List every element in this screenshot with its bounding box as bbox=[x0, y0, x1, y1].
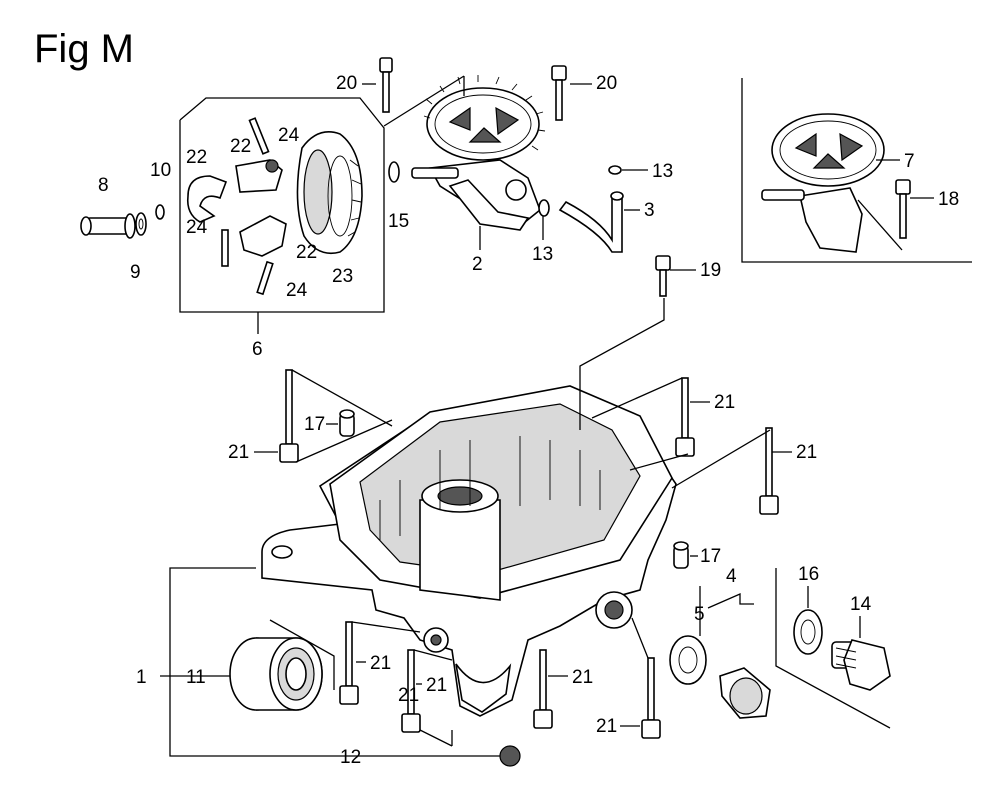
washer-16 bbox=[793, 609, 823, 655]
callout-label: 21 bbox=[596, 716, 617, 737]
callout-label: 16 bbox=[798, 564, 819, 585]
oil-seal-11 bbox=[229, 637, 323, 711]
callout-label: 17 bbox=[304, 414, 325, 435]
governor-gear-assembly-2 bbox=[411, 75, 546, 231]
dowel-pin-17-a bbox=[339, 409, 355, 437]
oil-pump-group-outline bbox=[179, 97, 385, 334]
callout-label: 24 bbox=[278, 125, 300, 146]
washer-10 bbox=[155, 204, 165, 220]
bolt-21-b bbox=[675, 377, 695, 457]
callout-label: 17 bbox=[700, 546, 721, 567]
callout-label: 8 bbox=[98, 175, 109, 196]
callout-label: 5 bbox=[694, 604, 705, 625]
pin-24-c bbox=[256, 260, 274, 296]
bolt-20-b bbox=[551, 65, 567, 121]
callout-label: 10 bbox=[150, 160, 171, 181]
callout-label: 9 bbox=[130, 262, 141, 283]
oil-filler-box bbox=[775, 568, 891, 729]
bolt-20-a bbox=[379, 57, 393, 113]
callout-label: 12 bbox=[340, 747, 361, 768]
washer-5 bbox=[669, 635, 707, 685]
clip-22-a bbox=[186, 175, 228, 223]
dowel-pin-17-b bbox=[673, 541, 689, 569]
clip-22-b bbox=[235, 159, 283, 193]
callout-label: 6 bbox=[252, 339, 263, 360]
callout-label: 21 bbox=[398, 685, 419, 706]
bolt-21-g bbox=[641, 657, 661, 739]
callout-label: 23 bbox=[332, 266, 353, 287]
callout-label: 11 bbox=[186, 667, 206, 688]
washer-13-b bbox=[608, 165, 622, 175]
bolt-21-e bbox=[401, 649, 421, 733]
cover-bracket-lines bbox=[160, 567, 510, 757]
callout-label: 21 bbox=[228, 442, 249, 463]
callout-label: 3 bbox=[644, 200, 655, 221]
callout-label: 19 bbox=[700, 260, 721, 281]
o-ring-15 bbox=[388, 161, 400, 183]
pin-24-a bbox=[248, 117, 270, 155]
bolt-leader-lines bbox=[291, 369, 771, 747]
callout-label: 24 bbox=[186, 217, 208, 238]
callout-label: 22 bbox=[230, 136, 251, 157]
oil-pipe-3 bbox=[558, 191, 624, 253]
bolt-19 bbox=[655, 255, 671, 297]
callout-label: 21 bbox=[714, 392, 735, 413]
bolt-21-f bbox=[533, 649, 553, 729]
callout-label: 21 bbox=[572, 667, 593, 688]
clip-22-c bbox=[239, 215, 287, 257]
drain-plug-4 bbox=[719, 667, 771, 719]
callout-label: 20 bbox=[336, 73, 357, 94]
figure-title: Fig M bbox=[34, 27, 134, 71]
callout-label: 22 bbox=[296, 242, 317, 263]
callout-label: 21 bbox=[426, 675, 447, 696]
callout-label: 2 bbox=[472, 254, 483, 275]
callout-label: 7 bbox=[904, 151, 915, 172]
alternate-gear-box bbox=[741, 78, 972, 263]
governor-gear-7 bbox=[761, 113, 885, 253]
callout-label: 24 bbox=[286, 280, 308, 301]
washer-13-a bbox=[538, 199, 550, 217]
bolt-18 bbox=[895, 179, 911, 239]
shaft-8 bbox=[80, 213, 136, 239]
nut-12 bbox=[499, 745, 521, 767]
callout-label: 22 bbox=[186, 147, 207, 168]
callout-label: 13 bbox=[652, 161, 673, 182]
callout-label: 4 bbox=[726, 566, 737, 587]
bolt-21-c bbox=[759, 427, 779, 515]
callout-labels: 20 20 22 24 22 10 8 9 24 22 23 24 6 15 2… bbox=[98, 73, 959, 768]
callout-label: 13 bbox=[532, 244, 553, 265]
bolt-21-d bbox=[339, 621, 359, 705]
crankcase-cover-1 bbox=[261, 385, 677, 717]
callout-label: 15 bbox=[388, 211, 409, 232]
bolt-21-a bbox=[279, 369, 299, 463]
pump-rotor-housing-23 bbox=[296, 131, 363, 255]
pin-24-b bbox=[221, 229, 229, 267]
callout-label: 1 bbox=[136, 667, 147, 688]
filler-plug-14 bbox=[831, 639, 891, 691]
callout-label: 18 bbox=[938, 189, 959, 210]
callout-label: 21 bbox=[370, 653, 391, 674]
callout-label: 14 bbox=[850, 594, 872, 615]
callout-label: 20 bbox=[596, 73, 617, 94]
washer-9 bbox=[135, 212, 147, 236]
callout-label: 21 bbox=[796, 442, 817, 463]
